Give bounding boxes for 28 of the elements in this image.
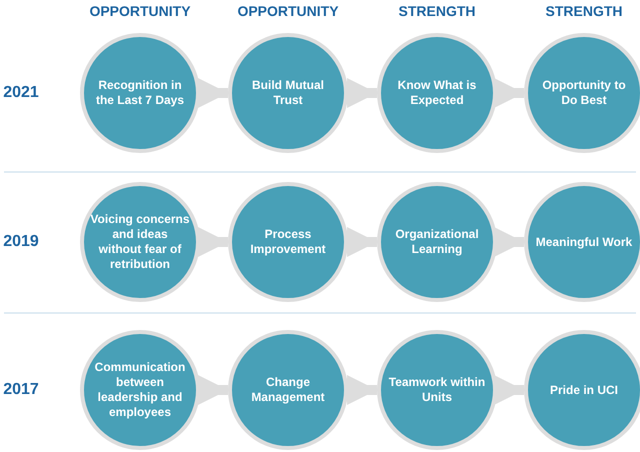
arrow xyxy=(347,227,377,257)
column-header: OPPORTUNITY xyxy=(89,3,191,19)
node-text: Build Mutual Trust xyxy=(251,78,325,108)
node-text: Know What is Expected xyxy=(396,78,478,108)
year-label: 2017 xyxy=(3,381,39,399)
arrow xyxy=(198,227,228,257)
column-header: STRENGTH xyxy=(398,3,476,19)
node-text: Meaningful Work xyxy=(534,234,634,250)
node-text: Teamwork within Units xyxy=(388,375,486,405)
arrow xyxy=(347,375,377,405)
year-label: 2019 xyxy=(3,233,39,251)
node-text: Opportunity to Do Best xyxy=(541,78,627,108)
arrow xyxy=(347,78,377,108)
year-label: 2021 xyxy=(3,84,39,102)
node-text: Voicing concerns and ideas without fear of retribution xyxy=(89,212,191,272)
node-text: Process Improvement xyxy=(249,227,327,257)
arrow xyxy=(198,375,228,405)
column-header: OPPORTUNITY xyxy=(237,3,339,19)
node-text: Change Management xyxy=(250,375,326,405)
node-text: Organizational Learning xyxy=(394,227,480,257)
node-text: Recognition in the Last 7 Days xyxy=(94,78,186,108)
arrow xyxy=(494,78,524,108)
arrow xyxy=(198,78,228,108)
node-text: Pride in UCI xyxy=(548,382,619,398)
column-header: STRENGTH xyxy=(546,3,622,19)
node-text: Communication between leadership and employees xyxy=(94,360,186,420)
arrow xyxy=(494,227,524,257)
arrow xyxy=(494,375,524,405)
